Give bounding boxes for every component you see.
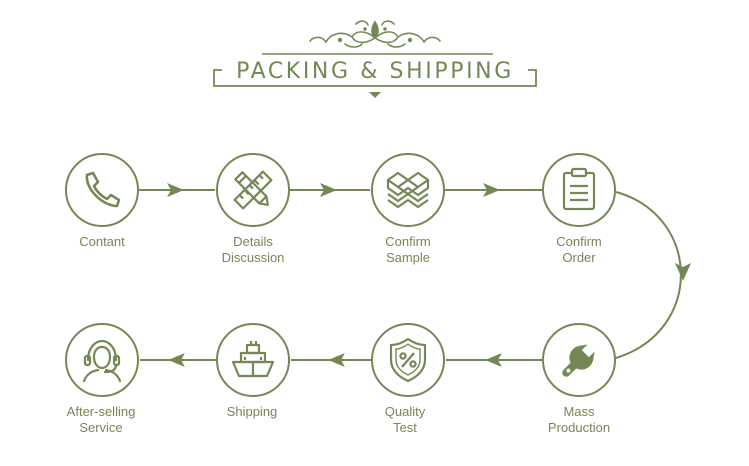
wrench-icon	[562, 344, 595, 377]
step-circle-sample	[371, 153, 445, 227]
step-label-order: Confirm Order	[519, 234, 639, 266]
connector-1-2	[139, 183, 215, 197]
step-label-line: Discussion	[221, 250, 285, 265]
step-label-details: Details Discussion	[193, 234, 313, 266]
step-label-line: Confirm	[556, 234, 602, 249]
step-label-service: After-selling Service	[41, 404, 161, 436]
connector-5-6	[446, 353, 542, 367]
step-label-line: Shipping	[226, 404, 278, 419]
connector-7-8	[140, 353, 216, 367]
step-label-line: Details	[233, 234, 273, 249]
step-label-contact: Contant	[42, 234, 162, 250]
step-label-production: Mass Production	[519, 404, 639, 436]
step-circle-shipping	[216, 323, 290, 397]
step-label-sample: Confirm Sample	[348, 234, 468, 266]
connector-4-5	[615, 191, 691, 359]
step-label-line: Order	[562, 250, 596, 265]
step-label-line: Contant	[79, 234, 125, 249]
flourish-ornament-icon	[309, 20, 441, 48]
step-label-line: Mass	[563, 404, 595, 419]
step-label-quality: Quality Test	[345, 404, 465, 436]
connector-2-3	[290, 183, 370, 197]
title-frame	[213, 20, 537, 98]
clipboard-icon	[562, 167, 596, 211]
step-label-line: Sample	[385, 250, 431, 265]
step-label-line: Service	[79, 420, 123, 435]
title-block: PACKING & SHIPPING	[0, 0, 749, 110]
headset-icon	[82, 339, 122, 383]
ship-icon	[231, 341, 275, 378]
step-circle-details	[216, 153, 290, 227]
step-circle-order	[542, 153, 616, 227]
step-circle-contact	[65, 153, 139, 227]
page-title: PACKING & SHIPPING	[236, 59, 514, 84]
step-label-line: Production	[547, 420, 611, 435]
step-label-line: After-selling	[66, 404, 136, 419]
phone-icon	[85, 171, 121, 208]
connector-6-7	[291, 353, 371, 367]
step-circle-service	[65, 323, 139, 397]
step-label-line: Quality	[384, 404, 426, 419]
step-label-line: Test	[393, 420, 417, 435]
step-label-line: Confirm	[385, 234, 431, 249]
step-label-shipping: Shipping	[192, 404, 312, 420]
shield-percent-icon	[389, 337, 427, 383]
boxes-icon	[386, 171, 430, 209]
connector-3-4	[445, 183, 542, 197]
ruler-pencil-icon	[233, 170, 273, 210]
